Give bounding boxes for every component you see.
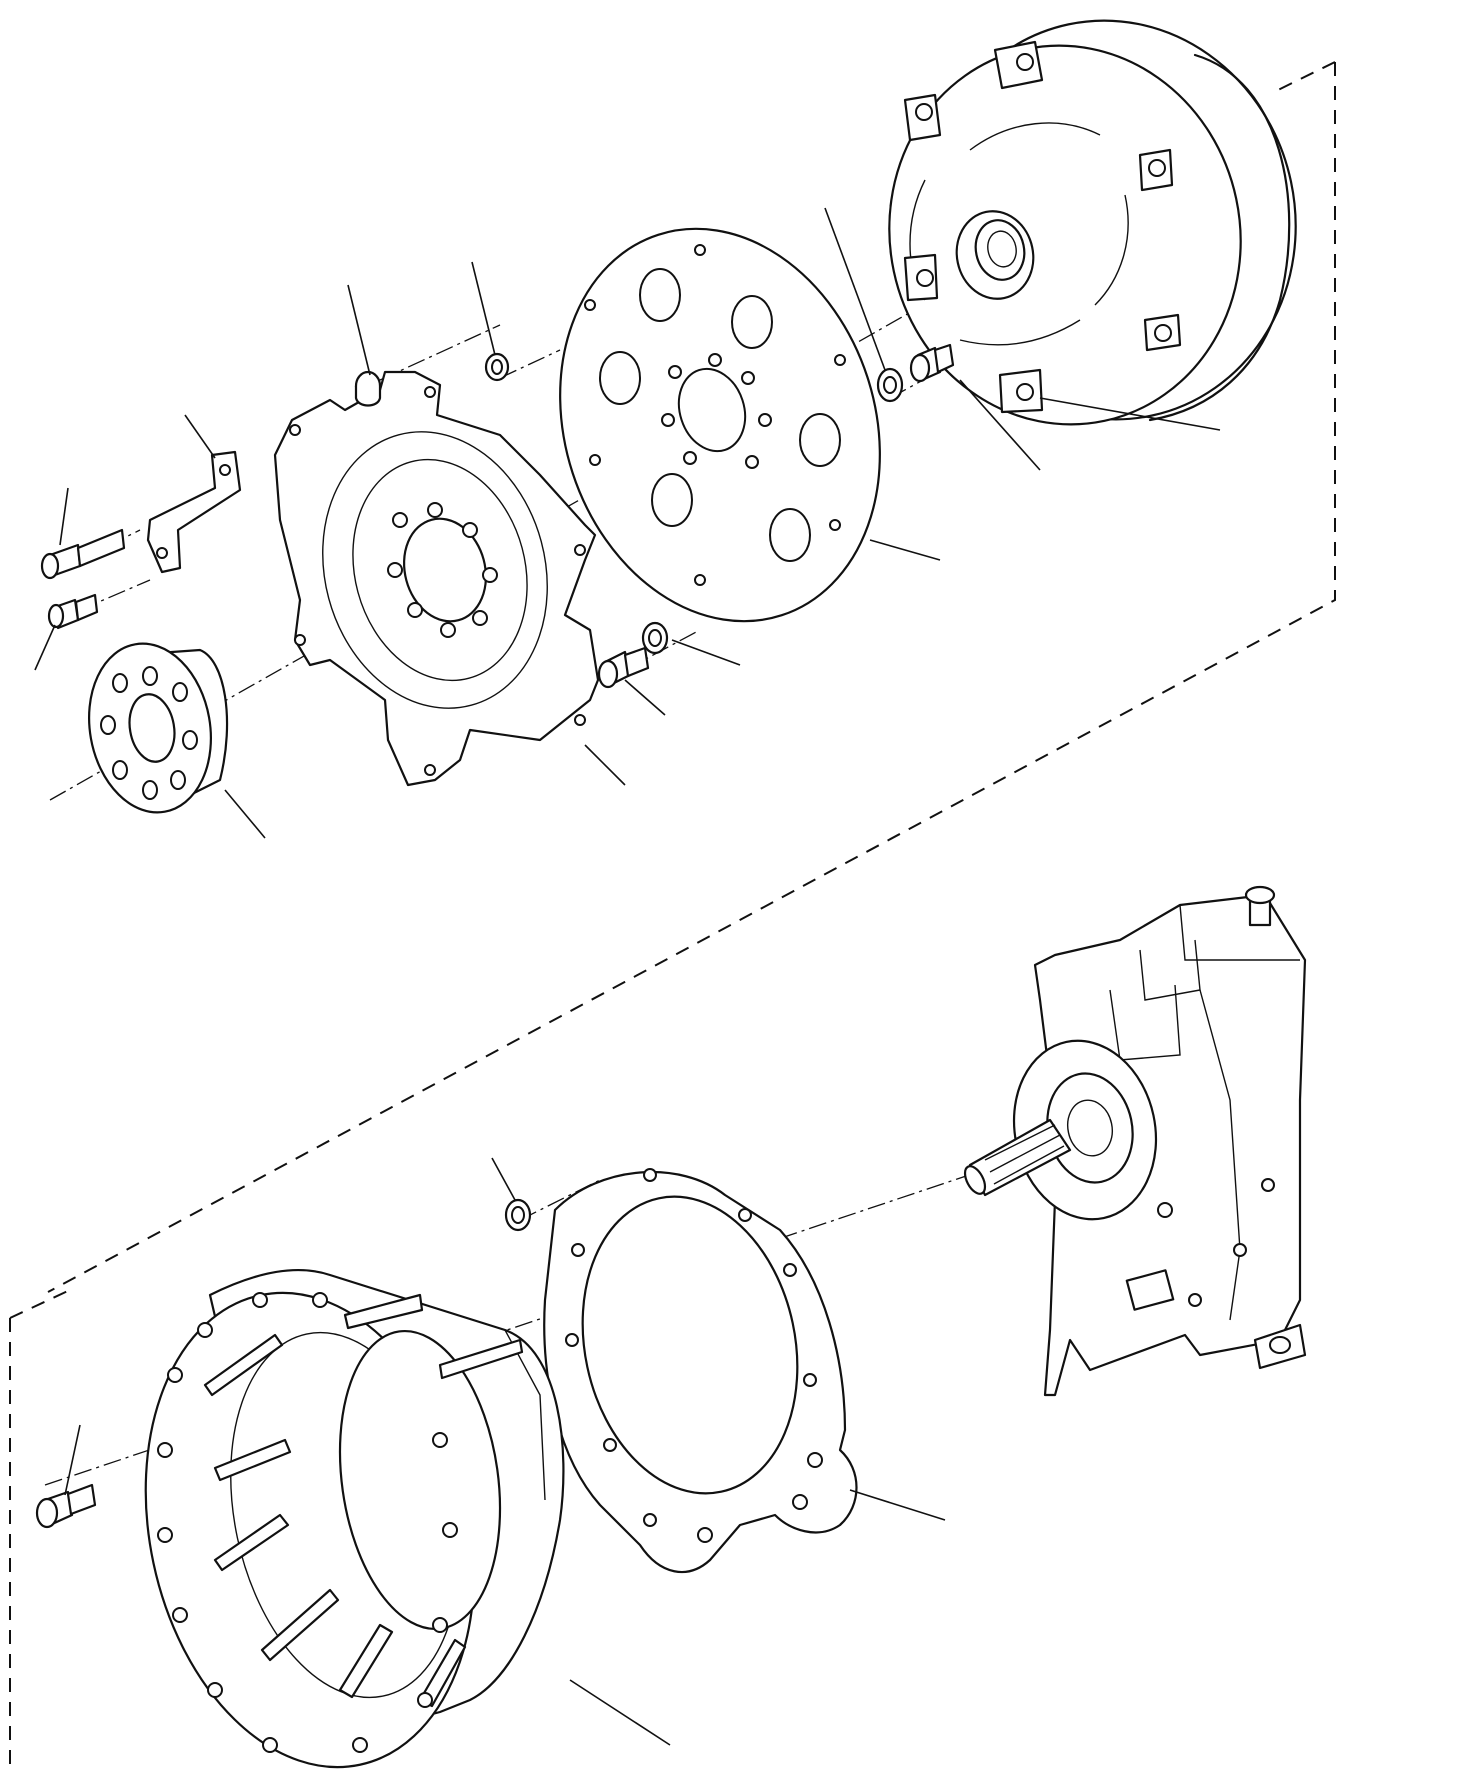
leader-lines bbox=[34, 207, 1221, 1746]
flex-plate bbox=[559, 227, 881, 623]
transmission bbox=[963, 885, 1307, 1397]
drive-plate bbox=[273, 370, 600, 787]
bell-housing bbox=[144, 1269, 565, 1769]
gasket bbox=[543, 1168, 858, 1574]
fasteners-upper bbox=[40, 343, 955, 689]
bracket bbox=[146, 450, 242, 574]
hub-adapter bbox=[87, 642, 229, 814]
exploded-view-boundary bbox=[9, 61, 1336, 1768]
fasteners-lower bbox=[35, 1198, 532, 1529]
torque-converter bbox=[888, 19, 1297, 426]
